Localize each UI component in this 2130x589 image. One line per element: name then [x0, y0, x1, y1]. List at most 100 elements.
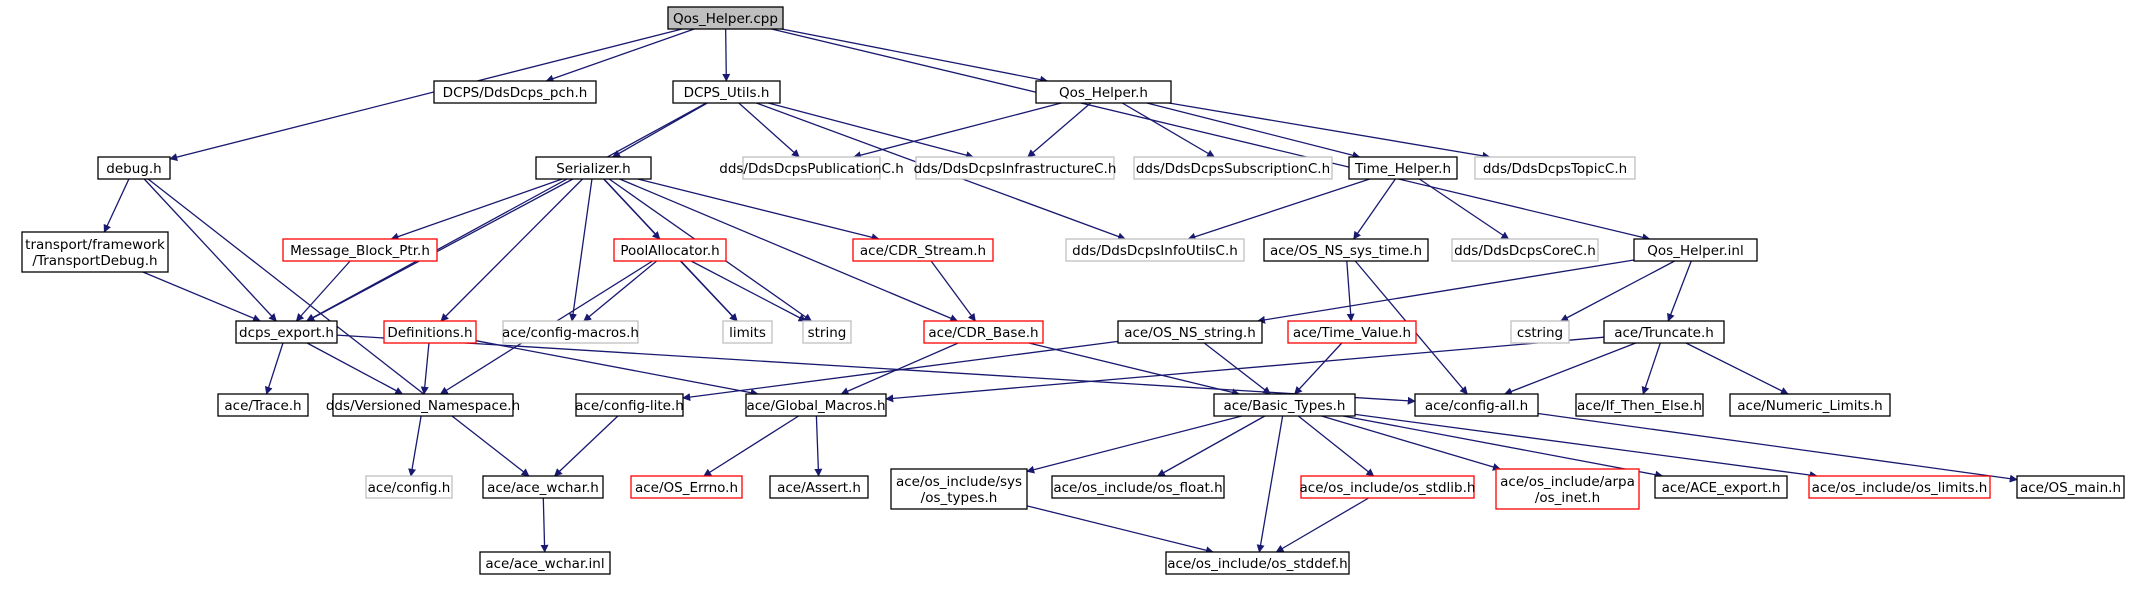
node-dcps-export[interactable]: dcps_export.h [235, 320, 338, 344]
node-box[interactable] [282, 238, 438, 262]
node-box[interactable] [365, 475, 453, 499]
node-config-macros[interactable]: ace/config-macros.h [502, 320, 639, 344]
node-pubc[interactable]: dds/DdsDcpsPublicationC.h [719, 156, 904, 180]
node-box[interactable] [915, 156, 1115, 180]
node-sys-types[interactable]: ace/os_include/sys/os_types.h [890, 468, 1028, 510]
node-os-ns-sys-time[interactable]: ace/OS_NS_sys_time.h [1263, 238, 1429, 262]
node-box[interactable] [852, 238, 994, 262]
node-box[interactable] [1808, 475, 1991, 499]
node-box[interactable] [1474, 156, 1636, 180]
node-box[interactable] [1348, 156, 1458, 180]
node-ace-trace[interactable]: ace/Trace.h [217, 393, 309, 417]
node-box[interactable] [1729, 393, 1891, 417]
node-box[interactable] [1633, 238, 1758, 262]
node-config-all[interactable]: ace/config-all.h [1414, 393, 1539, 417]
node-pool-alloc[interactable]: PoolAllocator.h [613, 238, 727, 262]
node-pch[interactable]: DCPS/DdsDcps_pch.h [433, 80, 597, 104]
node-box[interactable] [890, 468, 1028, 510]
node-msg-block[interactable]: Message_Block_Ptr.h [282, 238, 438, 262]
node-box[interactable] [235, 320, 338, 344]
node-numeric-limits[interactable]: ace/Numeric_Limits.h [1729, 393, 1891, 417]
node-box[interactable] [667, 6, 784, 30]
node-box[interactable] [1300, 475, 1475, 499]
node-box[interactable] [502, 320, 639, 344]
node-basic-types[interactable]: ace/Basic_Types.h [1213, 393, 1356, 417]
node-box[interactable] [802, 320, 852, 344]
node-box[interactable] [217, 393, 309, 417]
node-box[interactable] [1414, 393, 1539, 417]
node-box[interactable] [1575, 393, 1704, 417]
node-box[interactable] [1133, 156, 1333, 180]
node-ace-assert[interactable]: ace/Assert.h [769, 475, 869, 499]
node-dcps-utils[interactable]: DCPS_Utils.h [672, 80, 781, 104]
node-box[interactable] [535, 156, 652, 180]
node-box[interactable] [1035, 80, 1172, 104]
node-time-value[interactable]: ace/Time_Value.h [1287, 320, 1417, 344]
node-box[interactable] [1510, 320, 1570, 344]
node-box[interactable] [742, 156, 881, 180]
node-cdr-stream[interactable]: ace/CDR_Stream.h [852, 238, 994, 262]
node-ace-wchar[interactable]: ace/ace_wchar.h [482, 475, 604, 499]
node-global-macros[interactable]: ace/Global_Macros.h [745, 393, 887, 417]
node-box[interactable] [1263, 238, 1429, 262]
node-box[interactable] [482, 475, 604, 499]
node-arpa-inet[interactable]: ace/os_include/arpa/os_inet.h [1495, 468, 1640, 510]
node-box[interactable] [923, 320, 1044, 344]
node-box[interactable] [433, 80, 597, 104]
node-definitions[interactable]: Definitions.h [383, 320, 477, 344]
node-infoutils[interactable]: dds/DdsDcpsInfoUtilsC.h [1065, 238, 1245, 262]
node-box[interactable] [1495, 468, 1640, 510]
node-box[interactable] [672, 80, 781, 104]
node-topicc[interactable]: dds/DdsDcpsTopicC.h [1474, 156, 1636, 180]
node-box[interactable] [1213, 393, 1356, 417]
node-box[interactable] [1603, 320, 1725, 344]
node-serializer[interactable]: Serializer.h [535, 156, 652, 180]
node-ace-config[interactable]: ace/config.h [365, 475, 453, 499]
node-os-main[interactable]: ace/OS_main.h [2016, 475, 2125, 499]
node-box[interactable] [1165, 551, 1350, 575]
node-string[interactable]: string [802, 320, 852, 344]
node-ace-wchar-inl[interactable]: ace/ace_wchar.inl [479, 551, 611, 575]
node-corec[interactable]: dds/DdsDcpsCoreC.h [1451, 238, 1599, 262]
node-qos-cpp[interactable]: Qos_Helper.cpp [667, 6, 784, 30]
node-versioned-ns[interactable]: dds/Versioned_Namespace.h [326, 393, 520, 417]
node-box[interactable] [1654, 475, 1788, 499]
node-box[interactable] [1065, 238, 1245, 262]
node-os-float[interactable]: ace/os_include/os_float.h [1051, 475, 1225, 499]
node-box[interactable] [479, 551, 611, 575]
node-os-errno[interactable]: ace/OS_Errno.h [630, 475, 743, 499]
node-cdr-base[interactable]: ace/CDR_Base.h [923, 320, 1044, 344]
node-box[interactable] [332, 393, 514, 417]
node-truncate[interactable]: ace/Truncate.h [1603, 320, 1725, 344]
node-box[interactable] [1287, 320, 1417, 344]
node-box[interactable] [97, 156, 171, 180]
node-box[interactable] [1051, 475, 1225, 499]
node-qos-h[interactable]: Qos_Helper.h [1035, 80, 1172, 104]
node-box[interactable] [575, 393, 684, 417]
node-time-helper[interactable]: Time_Helper.h [1348, 156, 1458, 180]
node-os-ns-string[interactable]: ace/OS_NS_string.h [1117, 320, 1263, 344]
node-box[interactable] [383, 320, 477, 344]
node-qos-inl[interactable]: Qos_Helper.inl [1633, 238, 1758, 262]
node-cstring[interactable]: cstring [1510, 320, 1570, 344]
node-box[interactable] [630, 475, 743, 499]
node-config-lite[interactable]: ace/config-lite.h [575, 393, 684, 417]
node-infrac[interactable]: dds/DdsDcpsInfrastructureC.h [914, 156, 1117, 180]
node-box[interactable] [2016, 475, 2125, 499]
node-limits[interactable]: limits [722, 320, 773, 344]
node-os-limits[interactable]: ace/os_include/os_limits.h [1808, 475, 1991, 499]
node-debug[interactable]: debug.h [97, 156, 171, 180]
node-transport-debug[interactable]: transport/framework/TransportDebug.h [21, 231, 169, 273]
node-if-then-else[interactable]: ace/If_Then_Else.h [1575, 393, 1704, 417]
node-ace-export[interactable]: ace/ACE_export.h [1654, 475, 1788, 499]
node-box[interactable] [21, 231, 169, 273]
node-box[interactable] [722, 320, 773, 344]
node-os-stddef[interactable]: ace/os_include/os_stddef.h [1165, 551, 1350, 575]
node-box[interactable] [769, 475, 869, 499]
node-os-stdlib[interactable]: ace/os_include/os_stdlib.h [1300, 475, 1476, 499]
node-box[interactable] [1451, 238, 1599, 262]
node-box[interactable] [613, 238, 727, 262]
node-subc[interactable]: dds/DdsDcpsSubscriptionC.h [1133, 156, 1333, 180]
node-box[interactable] [745, 393, 887, 417]
node-box[interactable] [1117, 320, 1263, 344]
